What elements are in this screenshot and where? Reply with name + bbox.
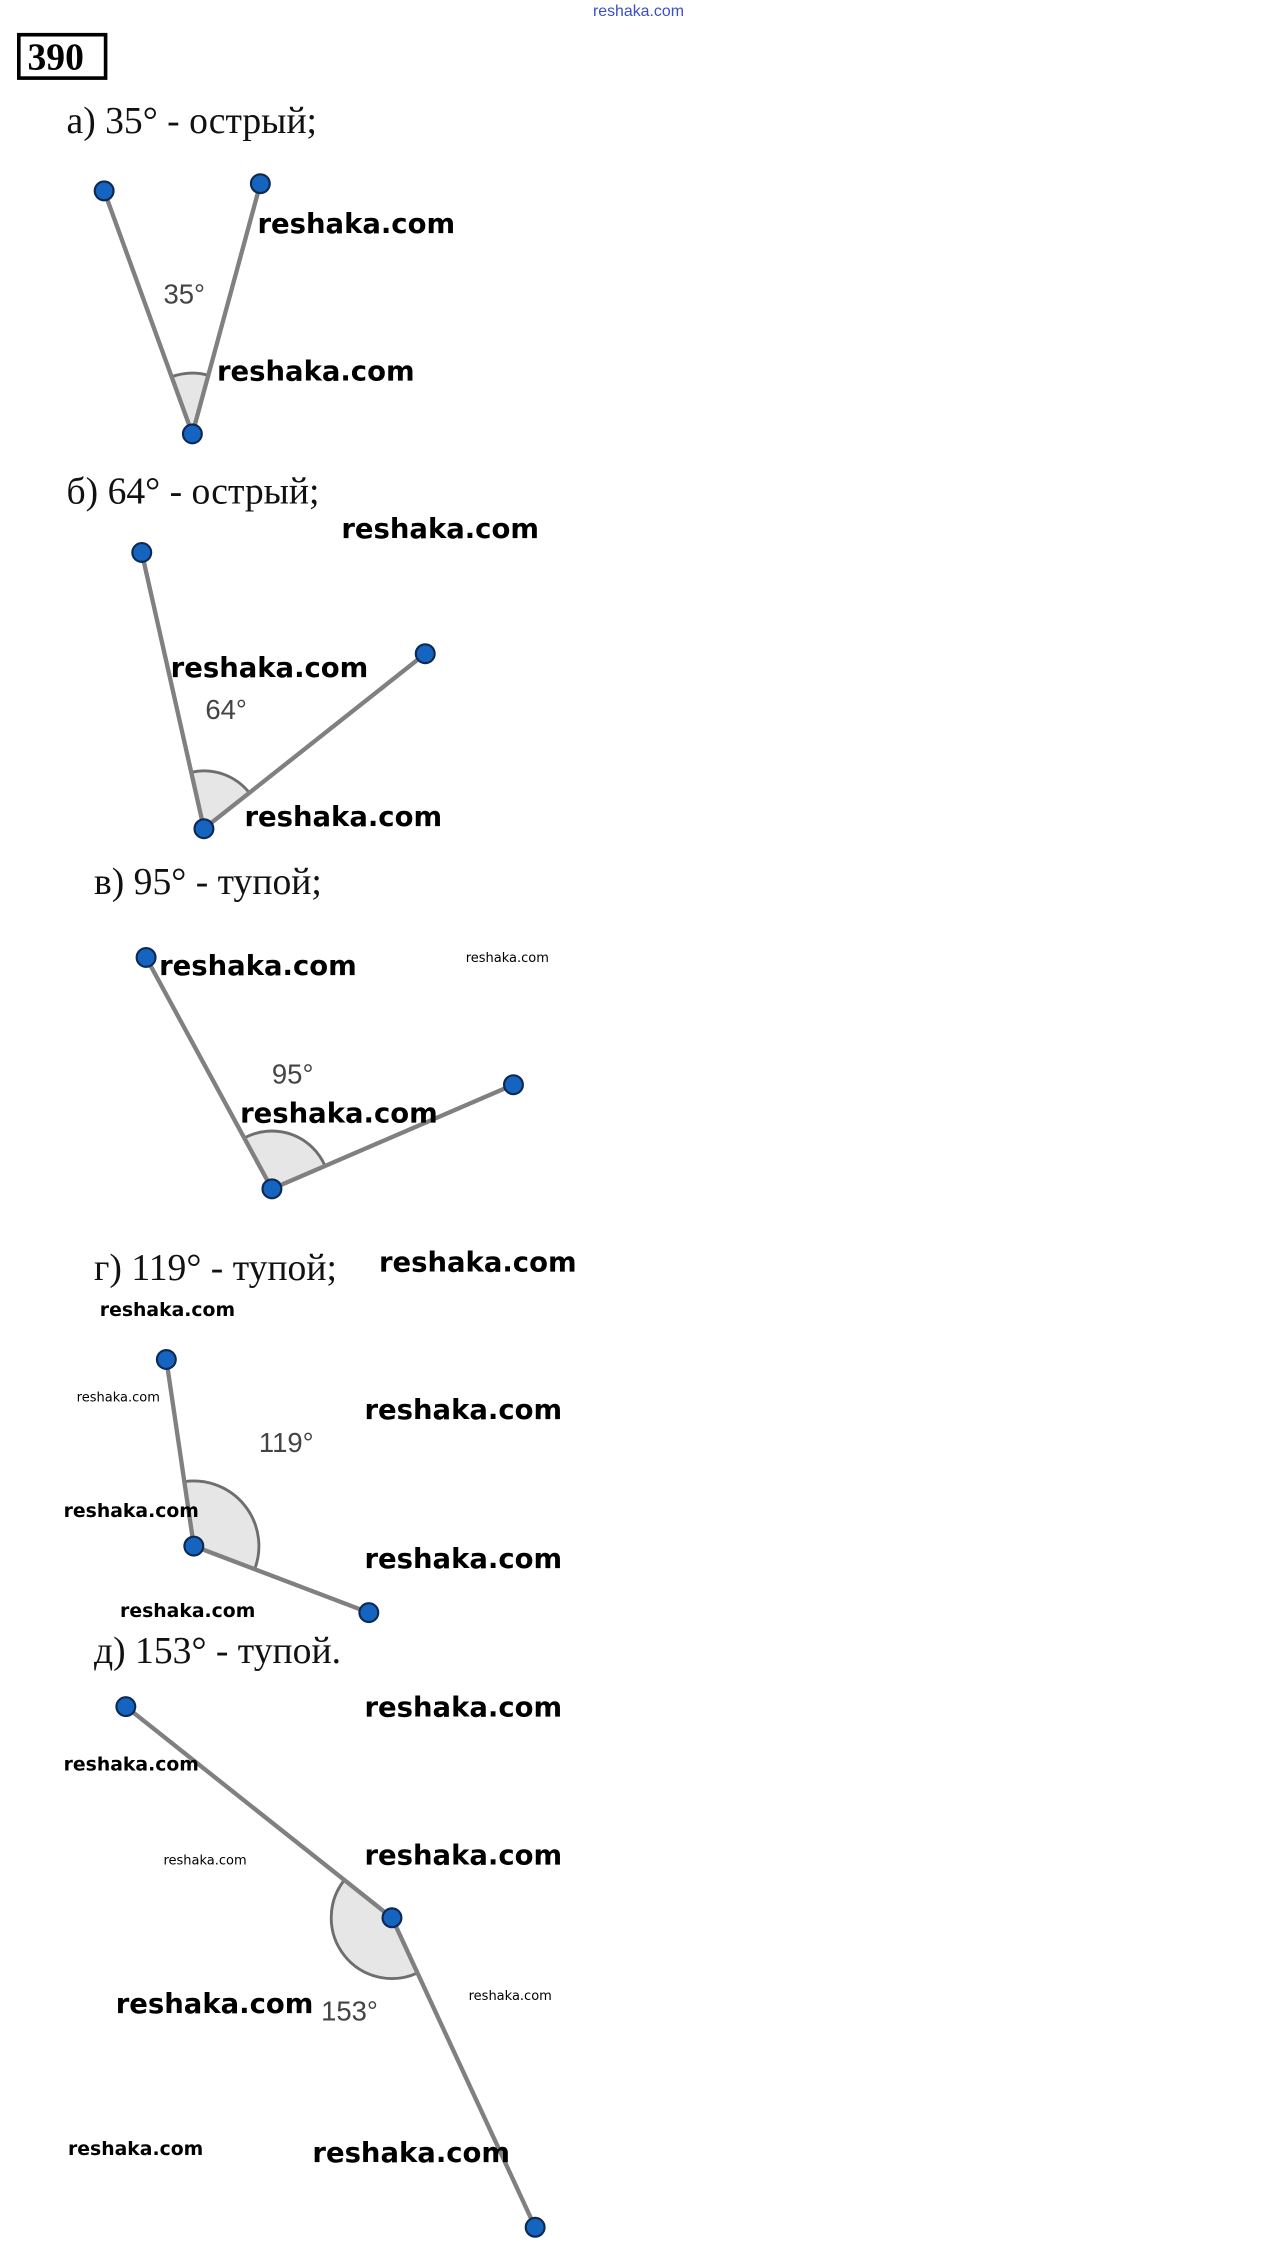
ray-end-point bbox=[414, 643, 436, 665]
angle-label-v: 95° bbox=[272, 1058, 314, 1089]
heading-a: а) 35° - острый; bbox=[67, 100, 317, 142]
vertex-point bbox=[181, 423, 203, 445]
ray-end-point bbox=[115, 1696, 137, 1718]
watermark: reshaka.com bbox=[77, 1390, 160, 1405]
watermark: reshaka.com bbox=[469, 1989, 552, 2004]
heading-v: в) 95° - тупой; bbox=[94, 861, 322, 903]
vertex-point bbox=[261, 1178, 283, 1200]
watermark: reshaka.com bbox=[364, 1544, 562, 1575]
angle-label-b: 64° bbox=[205, 694, 247, 725]
watermark: reshaka.com bbox=[341, 514, 539, 545]
watermark: reshaka.com bbox=[217, 356, 415, 387]
ray bbox=[101, 188, 195, 437]
watermark: reshaka.com bbox=[163, 1853, 246, 1868]
angle-arc bbox=[189, 769, 252, 832]
watermark: reshaka.com bbox=[312, 2138, 510, 2169]
watermark: reshaka.com bbox=[68, 2139, 203, 2160]
ray-end-point bbox=[135, 946, 157, 968]
angle-label-g: 119° bbox=[259, 1427, 314, 1458]
ray bbox=[190, 181, 263, 437]
watermark: reshaka.com bbox=[100, 1300, 235, 1321]
ray bbox=[191, 1543, 371, 1615]
vertex-point bbox=[381, 1907, 403, 1929]
ray bbox=[123, 1704, 395, 1920]
ray bbox=[201, 651, 428, 831]
ray-end-point bbox=[93, 180, 115, 202]
angle-label-d: 153° bbox=[321, 1995, 378, 2026]
watermark: reshaka.com bbox=[64, 1501, 199, 1522]
watermark: reshaka.com bbox=[240, 1098, 438, 1129]
heading-b: б) 64° - острый; bbox=[67, 470, 320, 512]
ray bbox=[389, 1915, 538, 2230]
angle-arc bbox=[329, 1877, 420, 1980]
ray-end-point bbox=[502, 1074, 524, 1096]
watermark: reshaka.com bbox=[244, 802, 442, 833]
ray bbox=[143, 955, 275, 1192]
watermark: reshaka.com bbox=[120, 1601, 255, 1622]
watermark: reshaka.com bbox=[364, 1395, 562, 1426]
ray bbox=[269, 1082, 516, 1192]
ray-end-point bbox=[358, 1602, 380, 1624]
problem-number: 390 bbox=[27, 36, 83, 78]
watermark: reshaka.com bbox=[159, 951, 357, 982]
vertex-point bbox=[193, 818, 215, 840]
angle-label-a: 35° bbox=[163, 279, 205, 310]
ray bbox=[164, 1357, 196, 1549]
ray-end-point bbox=[131, 541, 153, 563]
watermark: reshaka.com bbox=[64, 1754, 199, 1775]
ray-end-point bbox=[155, 1349, 177, 1370]
ray bbox=[139, 550, 207, 831]
watermark: reshaka.com bbox=[364, 1840, 562, 1871]
watermark: reshaka.com bbox=[257, 209, 455, 240]
vertex-point bbox=[183, 1535, 205, 1557]
ray-end-point bbox=[249, 173, 271, 195]
ray-end-point bbox=[524, 2216, 546, 2238]
top-watermark: reshaka.com bbox=[593, 3, 684, 20]
problem-number-box bbox=[17, 32, 108, 80]
heading-g: г) 119° - тупой; bbox=[94, 1247, 337, 1289]
heading-d: д) 153° - тупой. bbox=[94, 1630, 341, 1672]
watermark: reshaka.com bbox=[116, 1989, 314, 2020]
watermark: reshaka.com bbox=[364, 1693, 562, 1724]
watermark: reshaka.com bbox=[466, 951, 549, 966]
watermark: reshaka.com bbox=[171, 653, 369, 684]
watermark: reshaka.com bbox=[379, 1247, 577, 1278]
